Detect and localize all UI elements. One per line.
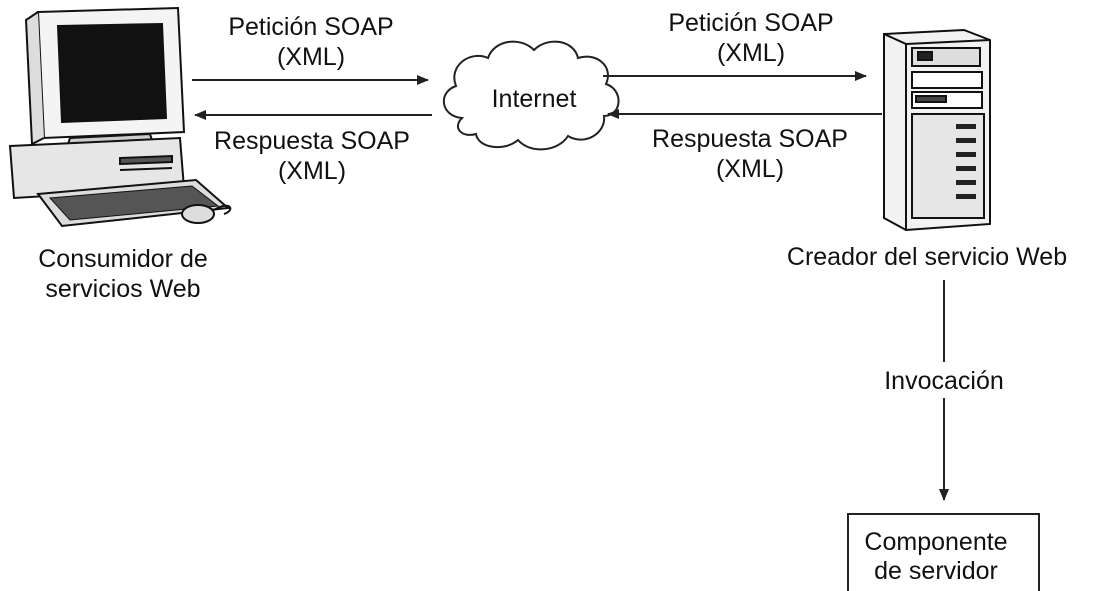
desktop-computer-icon [8, 6, 232, 228]
right-response-label: Respuesta SOAP (XML) [632, 124, 868, 184]
component-label: Componente de servidor [847, 528, 1025, 586]
server-tower-icon [883, 28, 991, 232]
right-response-line2: (XML) [715, 155, 785, 183]
right-request-line2: (XML) [716, 39, 786, 67]
left-request-line2: (XML) [276, 43, 346, 71]
internet-label: Internet [491, 85, 577, 113]
left-response-label: Respuesta SOAP (XML) [194, 126, 430, 186]
client-label-line2: servicios Web [45, 275, 201, 303]
internet-cloud-icon [442, 40, 620, 151]
left-response-line2: (XML) [277, 157, 347, 185]
left-request-line1: Petición SOAP [228, 13, 394, 41]
component-label-line1: Componente [864, 528, 1008, 556]
left-request-label: Petición SOAP (XML) [206, 12, 416, 72]
right-request-line1: Petición SOAP [668, 9, 834, 37]
component-box [847, 513, 1040, 591]
right-response-line1: Respuesta SOAP [652, 125, 848, 153]
component-label-line2: de servidor [874, 557, 998, 585]
client-label: Consumidor de servicios Web [18, 244, 228, 304]
invocation-label: Invocación [866, 366, 1022, 396]
right-request-label: Petición SOAP (XML) [646, 8, 856, 68]
left-response-line1: Respuesta SOAP [214, 127, 410, 155]
client-label-line1: Consumidor de [38, 245, 208, 273]
server-label: Creador del servicio Web [786, 243, 1068, 271]
